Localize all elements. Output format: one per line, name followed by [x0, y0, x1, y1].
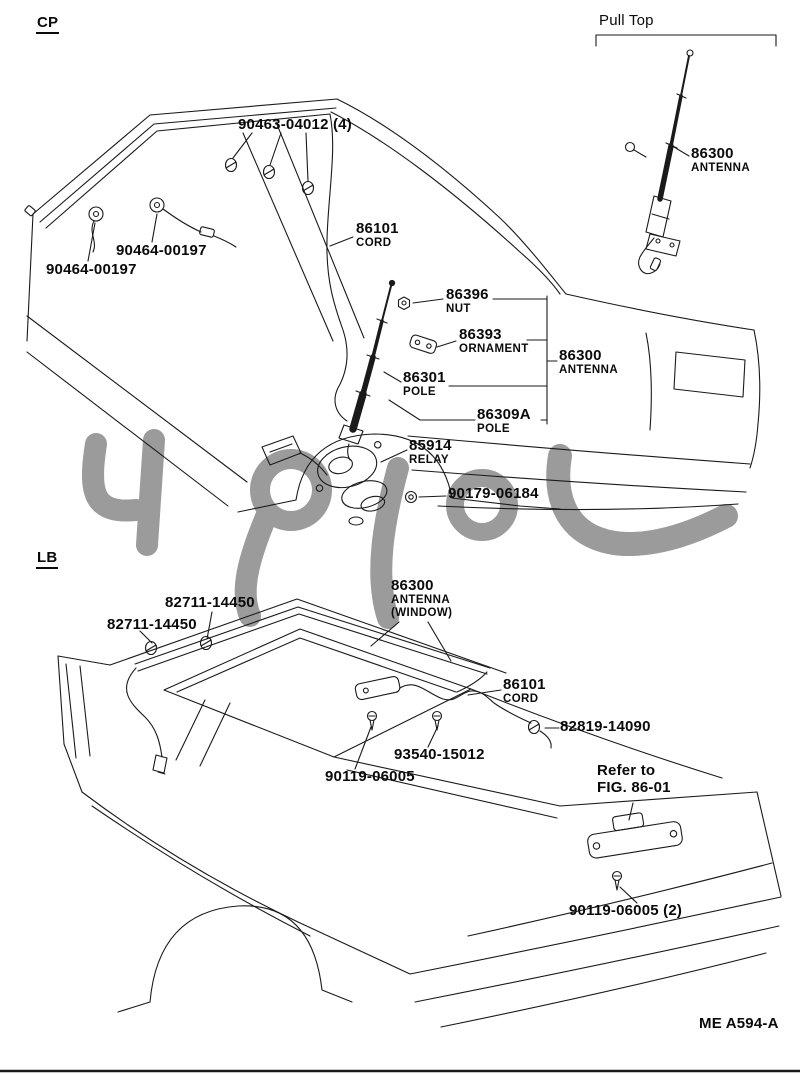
label-cp-ornament: 86393 ORNAMENT [459, 326, 529, 356]
lb-screw-icon [366, 710, 378, 731]
cp-cable-clamp-icon [88, 206, 104, 253]
lb-view [57, 598, 782, 1028]
cp-grommet-icon [348, 490, 418, 526]
cp-relay-bracket [261, 435, 328, 476]
part-number: 86101 [503, 676, 546, 693]
part-number: 86396 [446, 286, 489, 303]
cp-leader-lines [87, 132, 476, 498]
refer-text-2: FIG. 86-01 [597, 779, 671, 796]
label-pulltop-antenna: 86300 ANTENNA [691, 145, 750, 175]
label-lb-bolt-2: 90119-06005 (2) [569, 902, 683, 919]
part-name: NUT [446, 303, 471, 315]
part-name: RELAY [409, 454, 449, 466]
section-label-cp-text: CP [36, 14, 60, 34]
part-number: 86300 [691, 145, 734, 162]
lb-leader-lines [139, 611, 638, 904]
part-number: 85914 [409, 437, 452, 454]
part-name-2: (WINDOW) [391, 607, 453, 619]
label-cp-relay: 85914 RELAY [409, 437, 452, 467]
part-number: 86393 [459, 326, 502, 343]
part-number: 86300 [559, 347, 602, 364]
watermark [82, 429, 738, 629]
drawing-code: ME A594-A [699, 1015, 779, 1032]
part-name: ORNAMENT [459, 343, 529, 355]
part-number: 86309A [477, 406, 531, 423]
lb-window-antenna-cord [126, 606, 491, 775]
label-cp-roof-clips: 90463-04012 (4) [238, 116, 352, 133]
section-label-lb: LB [36, 549, 59, 569]
refer-text-1: Refer to [597, 762, 656, 779]
cp-antenna-mast [338, 279, 396, 461]
label-lb-bolt: 90119-06005 [325, 768, 415, 785]
section-label-lb-text: LB [36, 549, 59, 569]
pull-top-base [624, 141, 681, 257]
cp-cable-clamp-icon [149, 197, 237, 248]
label-lb-refer: Refer to FIG. 86-01 [597, 762, 671, 796]
cp-view [24, 98, 761, 526]
lb-screw-icon [611, 870, 623, 891]
label-lb-cord: 86101 CORD [503, 676, 546, 706]
cp-roof-clip-icon [262, 164, 276, 180]
part-number: 86301 [403, 369, 446, 386]
label-lb-clamp: 82819-14090 [560, 718, 651, 735]
cp-relay-assembly [315, 441, 388, 512]
label-lb-window-antenna: 86300 ANTENNA (WINDOW) [391, 577, 452, 620]
pull-top-cable [637, 237, 662, 275]
label-cp-pole-lower: 86309A POLE [477, 406, 531, 436]
label-cp-antenna: 86300 ANTENNA [559, 347, 618, 377]
part-name: ANTENNA [559, 364, 619, 376]
cp-bracket-lines [448, 295, 558, 425]
pull-top-title: Pull Top [599, 12, 654, 29]
label-cp-clamp-upper: 90464-00197 [116, 242, 207, 259]
part-name: POLE [403, 386, 436, 398]
part-number: 86101 [356, 220, 399, 237]
pull-top-leader [668, 143, 690, 157]
part-number: 86300 [391, 577, 434, 594]
pull-top-assembly [595, 34, 777, 275]
part-name: POLE [477, 423, 510, 435]
label-cp-clamp-lower: 90464-00197 [46, 261, 137, 278]
pull-top-bracket-line [595, 34, 777, 47]
cp-roof-clip-icon [301, 180, 315, 196]
part-name: ANTENNA [391, 594, 451, 606]
pull-top-mast [657, 49, 694, 202]
lb-cord-clip-icon [144, 640, 158, 656]
part-name: CORD [356, 237, 392, 249]
cp-ornament-part [409, 334, 438, 354]
label-lb-clip-upper: 82711-14450 [165, 594, 255, 611]
label-cp-grommet: 90179-06184 [448, 485, 539, 502]
label-lb-screw: 93540-15012 [394, 746, 485, 763]
lb-harness [354, 671, 552, 749]
lb-cord-clip-icon [199, 635, 213, 651]
cp-antenna-cord [24, 113, 348, 422]
label-cp-cord: 86101 CORD [356, 220, 399, 250]
cp-nut-icon [397, 296, 411, 311]
lb-car-outline [57, 598, 782, 1028]
lb-relay-assembly [587, 812, 683, 859]
label-lb-clip-lower: 82711-14450 [107, 616, 197, 633]
section-label-cp: CP [36, 14, 60, 34]
cp-car-outline [26, 98, 761, 513]
label-cp-nut: 86396 NUT [446, 286, 489, 316]
part-name: CORD [503, 693, 539, 705]
cp-roof-clip-icon [224, 157, 238, 173]
label-cp-pole-upper: 86301 POLE [403, 369, 446, 399]
part-name: ANTENNA [691, 162, 751, 174]
lb-clamp-icon [527, 719, 541, 735]
